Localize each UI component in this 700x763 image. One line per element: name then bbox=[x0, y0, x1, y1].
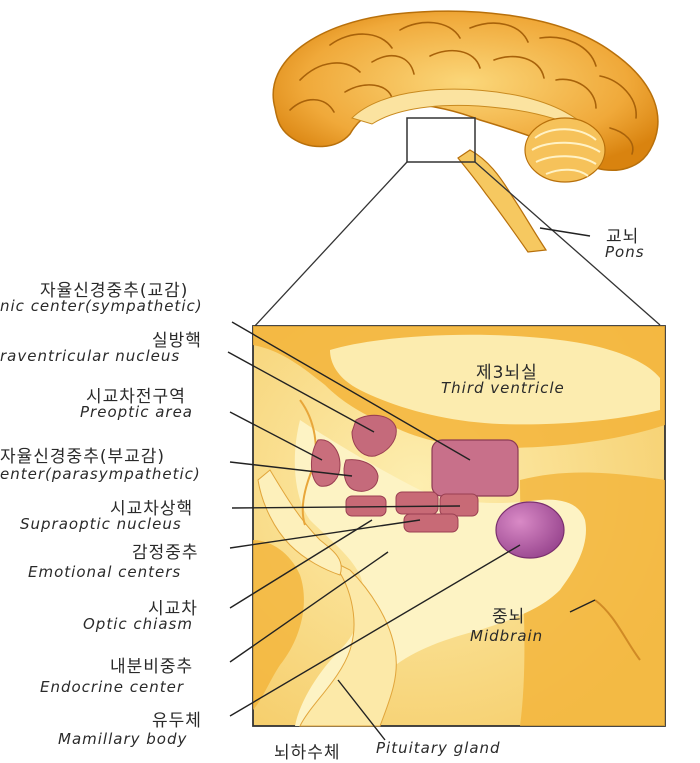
third-ventricle-label-en: Third ventricle bbox=[441, 379, 565, 397]
emotional-label-ko: 감정중추 bbox=[132, 543, 199, 563]
third-ventricle-area bbox=[330, 334, 660, 425]
endocrine-label-ko: 내분비중추 bbox=[110, 657, 194, 677]
zoom-region-box bbox=[406, 117, 476, 163]
pons-label-ko: 교뇌 bbox=[606, 227, 640, 247]
supraoptic-nucleus-a bbox=[345, 495, 387, 517]
leader-supraoptic bbox=[231, 505, 461, 509]
supraoptic-nucleus-c bbox=[439, 493, 479, 517]
pituitary-label-ko: 뇌하수체 bbox=[274, 743, 341, 763]
brainstem bbox=[457, 149, 548, 253]
leader-midbrain bbox=[569, 599, 596, 613]
optic-chiasm bbox=[257, 469, 342, 576]
brain-overview bbox=[272, 10, 659, 253]
pituitary-label-en: Pituitary gland bbox=[376, 739, 501, 757]
leader-optic-chiasm bbox=[229, 519, 373, 609]
mamillary-nucleus bbox=[495, 501, 565, 559]
preoptic-label-ko: 시교차전구역 bbox=[86, 387, 186, 407]
midbrain-label-en: Midbrain bbox=[470, 627, 544, 645]
leader-lines bbox=[227, 227, 596, 741]
supraoptic-nucleus-b bbox=[395, 491, 439, 515]
preoptic-label-en: Preoptic area bbox=[80, 403, 193, 421]
third-ventricle-label-ko: 제3뇌실 bbox=[476, 363, 538, 383]
leader-emotional bbox=[229, 519, 421, 549]
pituitary-gland bbox=[299, 559, 397, 727]
parasympathetic-label-en: enter(parasympathetic) bbox=[0, 465, 201, 483]
gyri-lines bbox=[289, 21, 637, 155]
mamillary-label-ko: 유두체 bbox=[152, 711, 202, 731]
tissue-left-lower bbox=[253, 540, 304, 710]
preoptic-nucleus bbox=[311, 439, 341, 487]
paraventricular-label-en: raventricular nucleus bbox=[0, 347, 181, 365]
inset-detail bbox=[252, 325, 666, 727]
optic-chiasm-label-en: Optic chiasm bbox=[83, 615, 193, 633]
leader-pons bbox=[539, 227, 591, 237]
leader-parasympathetic bbox=[229, 461, 353, 477]
midbrain-fold bbox=[594, 599, 641, 661]
leader-pituitary bbox=[337, 679, 386, 741]
cerebellum bbox=[524, 117, 606, 183]
emotional-label-en: Emotional centers bbox=[28, 563, 182, 581]
leader-preoptic bbox=[229, 411, 323, 461]
emotional-nucleus bbox=[403, 513, 459, 533]
mamillary-label-en: Mamillary body bbox=[58, 730, 188, 748]
midbrain-label-ko: 중뇌 bbox=[492, 607, 526, 627]
leader-sympathetic bbox=[231, 321, 471, 461]
parasympathetic-label-ko: 자율신경중추(부교감) bbox=[0, 447, 166, 467]
optic-chiasm-label-ko: 시교차 bbox=[148, 599, 198, 619]
projection-line-right bbox=[474, 161, 661, 326]
endocrine-label-en: Endocrine center bbox=[40, 678, 185, 696]
supraoptic-label-ko: 시교차상핵 bbox=[110, 499, 194, 519]
sympathetic-label-en: nic center(sympathetic) bbox=[0, 297, 203, 315]
paraventricular-label-ko: 실방핵 bbox=[152, 331, 202, 351]
leader-endocrine bbox=[229, 551, 389, 663]
leader-paraventricular bbox=[227, 351, 375, 433]
pons-label-en: Pons bbox=[605, 243, 645, 261]
supraoptic-label-en: Supraoptic nucleus bbox=[20, 515, 182, 533]
projection-line-left bbox=[252, 161, 408, 329]
parasympathetic-nucleus bbox=[343, 459, 379, 492]
sympathetic-label-ko: 자율신경중추(교감) bbox=[40, 281, 189, 301]
leader-mamillary bbox=[229, 544, 521, 717]
posterior-nucleus bbox=[431, 439, 519, 497]
